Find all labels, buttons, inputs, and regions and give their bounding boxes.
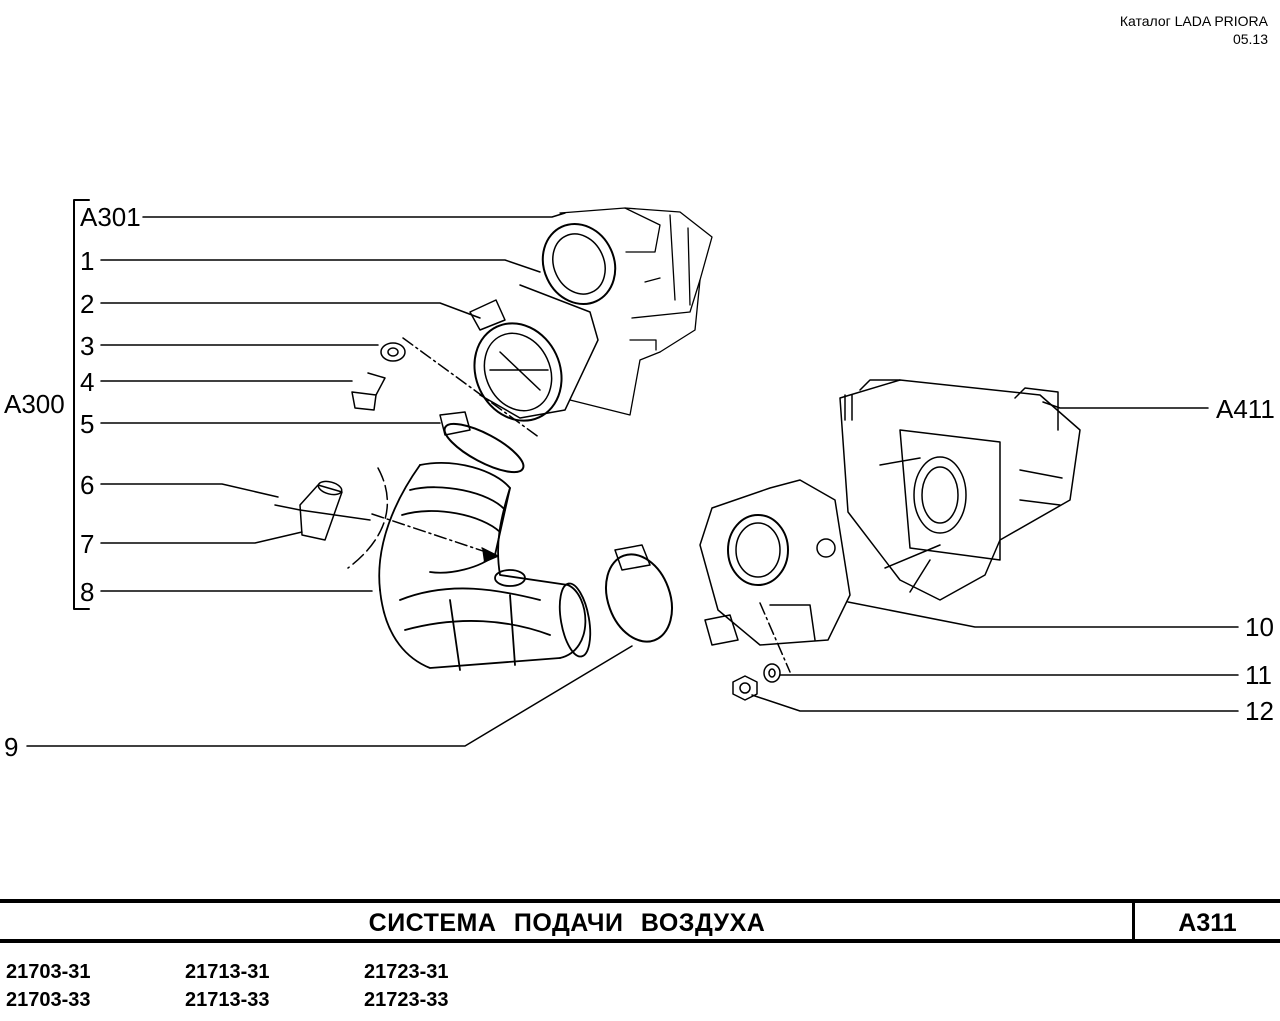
leader-1	[100, 259, 541, 273]
assembly-axis-arrow	[371, 513, 496, 556]
section-code: A311	[1178, 909, 1237, 937]
catalog-header: Каталог LADA PRIORA 05.13	[1120, 12, 1268, 48]
air-intake-hose	[378, 462, 592, 671]
page-title: СИСТЕМА ПОДАЧИ ВОЗДУХА	[368, 909, 766, 937]
model-code: 21703-33	[6, 989, 91, 1011]
seal-ring	[541, 223, 617, 305]
callout-8: 8	[80, 577, 95, 607]
callout-1: 1	[80, 246, 95, 276]
callout-10: 10	[1245, 612, 1274, 642]
bolt	[351, 372, 386, 411]
group-bracket	[73, 199, 90, 610]
model-row: 21703-31 21713-31 21723-31	[6, 958, 543, 986]
callout-12: 12	[1245, 696, 1274, 726]
model-code: 21723-31	[364, 961, 449, 983]
washer	[380, 342, 406, 362]
leader-10	[847, 601, 1239, 628]
intake-manifold	[839, 379, 1081, 601]
callout-11: 11	[1245, 660, 1272, 690]
model-code: 21723-33	[364, 989, 449, 1011]
leader-2	[100, 302, 481, 319]
leader-a301	[142, 212, 566, 218]
washer-11	[763, 663, 781, 683]
catalog-name: Каталог LADA PRIORA	[1119, 13, 1268, 29]
callout-6: 6	[80, 470, 95, 500]
hose-clamp-lower	[605, 544, 673, 643]
callout-3: 3	[80, 331, 95, 361]
callout-a411: A411	[1216, 394, 1275, 424]
assembly-axis-lower	[759, 602, 791, 673]
exploded-parts-diagram	[26, 199, 1239, 747]
callout-9: 9	[4, 732, 19, 762]
model-code: 21713-31	[185, 961, 270, 983]
mass-air-flow-sensor	[469, 284, 599, 422]
hose-clamp-upper	[439, 411, 525, 474]
model-row: 21703-33 21713-33 21723-33	[6, 986, 543, 1014]
assembly-axis-upper	[402, 337, 541, 439]
section-arc	[347, 467, 389, 569]
model-code: 21703-31	[6, 961, 91, 983]
title-bar: СИСТЕМА ПОДАЧИ ВОЗДУХА A311	[0, 899, 1280, 943]
callout-2: 2	[80, 289, 95, 319]
leader-a411	[1042, 401, 1209, 409]
leader-7	[100, 531, 303, 544]
air-filter-housing	[559, 207, 713, 416]
leader-6	[100, 483, 279, 498]
callout-7: 7	[80, 529, 95, 559]
ventilation-fitting	[274, 480, 371, 541]
catalog-date: 05.13	[1232, 31, 1268, 47]
nut-12	[732, 675, 758, 701]
callout-a301: A301	[80, 202, 141, 232]
leader-9	[26, 645, 633, 747]
model-list: 21703-31 21713-31 21723-31 21703-33 2171…	[6, 958, 543, 1014]
title-divider	[1132, 903, 1135, 939]
callout-5: 5	[80, 409, 95, 439]
throttle-body	[699, 479, 851, 646]
leader-12	[751, 694, 1239, 712]
callout-a300: A300	[4, 389, 65, 419]
callout-4: 4	[80, 367, 95, 397]
model-code: 21713-33	[185, 989, 270, 1011]
